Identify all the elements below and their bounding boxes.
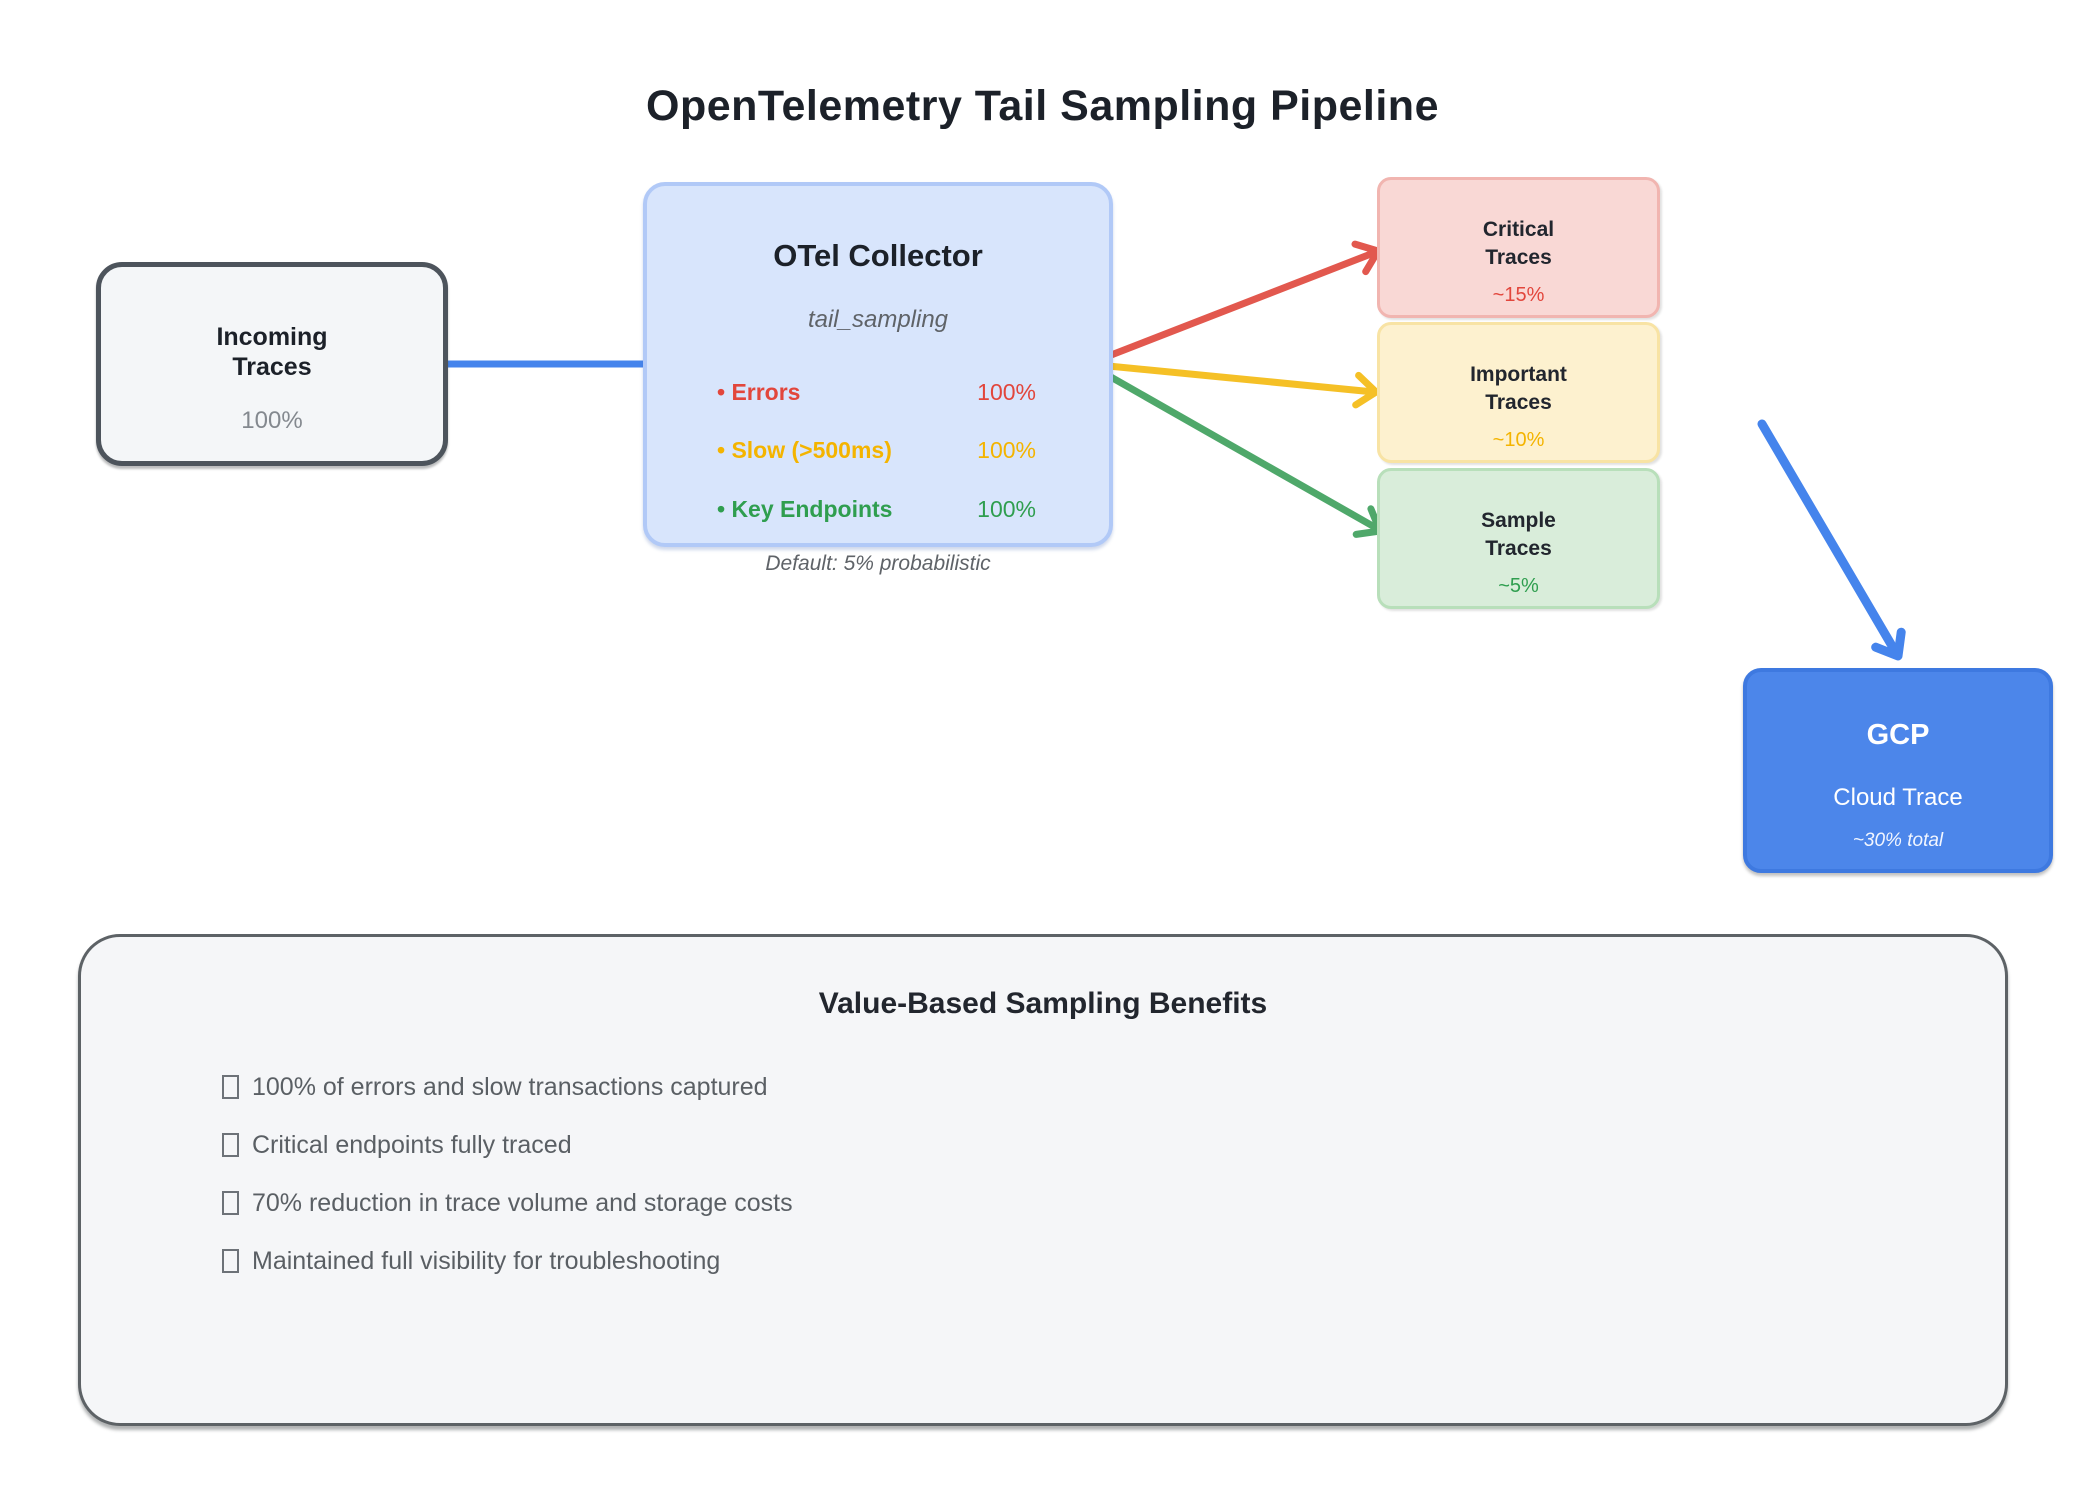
- benefit-item: Maintained full visibility for troublesh…: [222, 1246, 720, 1276]
- arrow-collector-to-sample-icon: [1084, 360, 1384, 538]
- arrow-to-gcp-icon: [1757, 419, 1906, 661]
- policy-key-endpoints-label: • Key Endpoints: [717, 496, 893, 522]
- collector-title: OTel Collector: [773, 238, 983, 273]
- node-critical-traces: Critical Traces ~15%: [1377, 177, 1660, 318]
- node-otel-collector: OTel Collector tail_sampling • Errors 10…: [643, 182, 1113, 547]
- node-incoming-label: Incoming Traces: [216, 323, 328, 381]
- node-sample-traces: Sample Traces ~5%: [1377, 468, 1660, 609]
- node-critical-label: Critical Traces: [1482, 218, 1555, 269]
- missing-glyph-icon: [222, 1075, 239, 1099]
- node-important-traces: Important Traces ~10%: [1377, 322, 1660, 463]
- benefit-item-text: 100% of errors and slow transactions cap…: [252, 1073, 768, 1101]
- policy-errors-value: 100%: [977, 379, 1036, 405]
- benefit-item: 70% reduction in trace volume and storag…: [222, 1188, 793, 1218]
- benefit-item-text: 70% reduction in trace volume and storag…: [252, 1189, 793, 1217]
- benefit-item-text: Maintained full visibility for troublesh…: [252, 1247, 721, 1275]
- benefit-item: 100% of errors and slow transactions cap…: [222, 1072, 768, 1102]
- policy-row-errors: • Errors 100%: [717, 379, 1036, 406]
- node-incoming-traces: Incoming Traces 100%: [96, 262, 448, 466]
- policy-key-endpoints-value: 100%: [977, 496, 1036, 522]
- missing-glyph-icon: [222, 1133, 239, 1157]
- policy-slow-value: 100%: [977, 437, 1036, 463]
- gcp-title: GCP: [1866, 719, 1930, 751]
- missing-glyph-icon: [222, 1191, 239, 1215]
- node-sample-value: ~5%: [1498, 575, 1539, 597]
- node-sample-label: Sample Traces: [1481, 509, 1556, 560]
- policy-errors-label: • Errors: [717, 379, 801, 405]
- node-important-label: Important Traces: [1470, 363, 1567, 414]
- arrow-collector-to-critical-icon: [1084, 240, 1382, 368]
- arrow-incoming-to-collector-icon: [426, 345, 672, 383]
- arrow-collector-to-important-icon: [1084, 360, 1380, 409]
- benefit-item: Critical endpoints fully traced: [222, 1130, 572, 1160]
- node-gcp: GCP Cloud Trace ~30% total: [1743, 668, 2053, 873]
- missing-glyph-icon: [222, 1249, 239, 1273]
- collector-subtitle: tail_sampling: [807, 306, 949, 333]
- policy-slow-label: • Slow (>500ms): [717, 437, 892, 463]
- page-title: OpenTelemetry Tail Sampling Pipeline: [646, 82, 1439, 130]
- policy-row-key-endpoints: • Key Endpoints 100%: [717, 496, 1036, 523]
- benefits-panel: Value-Based Sampling Benefits: [78, 934, 2008, 1426]
- benefits-title: Value-Based Sampling Benefits: [818, 987, 1268, 1020]
- gcp-subtitle: Cloud Trace: [1833, 784, 1963, 811]
- benefit-item-text: Critical endpoints fully traced: [252, 1131, 572, 1159]
- node-important-value: ~10%: [1492, 429, 1545, 451]
- node-critical-value: ~15%: [1492, 284, 1545, 306]
- collector-footnote: Default: 5% probabilistic: [765, 552, 991, 575]
- node-incoming-value: 100%: [241, 407, 303, 434]
- gcp-value: ~30% total: [1852, 830, 1944, 851]
- policy-row-slow: • Slow (>500ms) 100%: [717, 437, 1036, 464]
